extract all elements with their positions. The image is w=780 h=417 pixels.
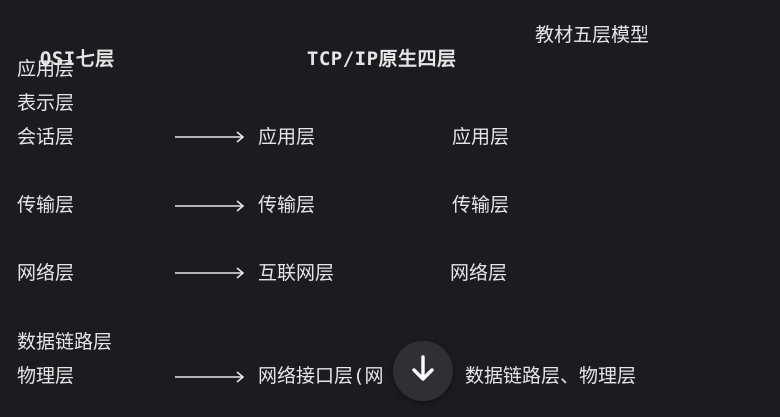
header-textbook: 教材五层模型 (535, 24, 650, 46)
osi-application: 应用层 (17, 58, 75, 80)
long-right-arrow-icon (175, 199, 247, 213)
textbook-transport: 传输层 (452, 194, 510, 216)
osi-physical: 物理层 (17, 365, 75, 387)
osi-session: 会话层 (17, 126, 75, 148)
osi-transport: 传输层 (17, 194, 75, 216)
scroll-down-button[interactable] (393, 341, 453, 401)
arrow-down-icon (410, 354, 436, 389)
header-tcpip: TCP/IP原生四层 (306, 48, 457, 70)
long-right-arrow-icon (175, 370, 247, 384)
tcpip-application: 应用层 (258, 126, 316, 148)
textbook-application: 应用层 (452, 126, 510, 148)
tcpip-transport: 传输层 (258, 194, 316, 216)
osi-network: 网络层 (17, 262, 75, 284)
tcpip-link: 网络接口层(网 (258, 365, 384, 387)
textbook-link-physical: 数据链路层、物理层 (465, 365, 637, 387)
tcpip-internet: 互联网层 (258, 262, 335, 284)
osi-datalink: 数据链路层 (17, 331, 113, 353)
textbook-network: 网络层 (450, 262, 508, 284)
long-right-arrow-icon (175, 130, 247, 144)
osi-presentation: 表示层 (17, 92, 75, 114)
long-right-arrow-icon (175, 266, 247, 280)
header-osi: OSI七层 (39, 48, 115, 70)
